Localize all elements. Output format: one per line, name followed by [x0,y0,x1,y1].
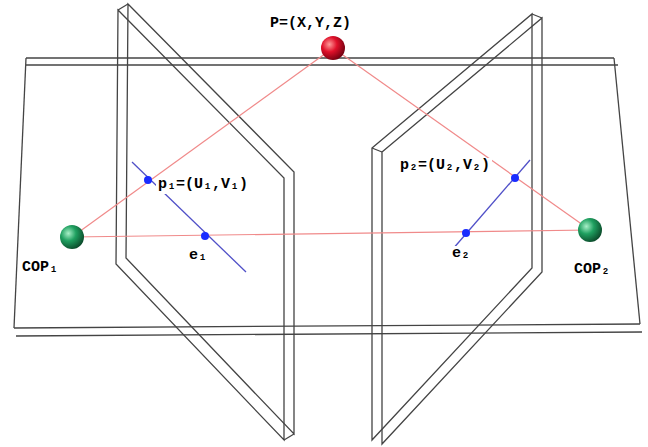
epipole-label: e₁ [187,248,209,265]
point-label: p₁=(U₁,V₁) [156,177,250,194]
point-label: p₂=(U₂,V₂) [398,158,492,175]
world-point [321,36,345,60]
camera-label: COP₂ [572,262,612,279]
image-plane [372,14,542,444]
point-label: P=(X,Y,Z) [268,16,353,33]
projection-ray [72,48,590,237]
image-point [144,174,519,240]
epipolar-line [132,160,530,272]
center-of-projection [578,218,602,242]
epipolar-plane [14,58,642,336]
camera-label: COP₁ [20,260,60,277]
image-plane [116,4,294,440]
center-of-projection [60,225,84,249]
epipole-label: e₂ [450,246,472,263]
